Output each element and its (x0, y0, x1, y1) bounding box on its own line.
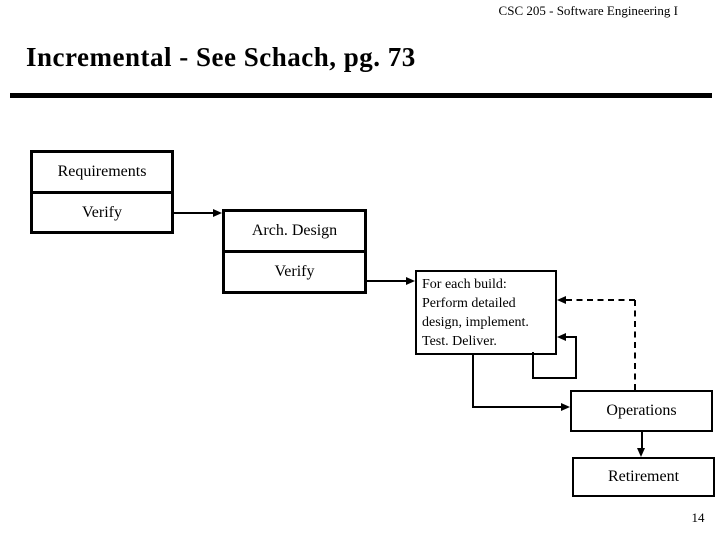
connector-operations-to-retirement (641, 432, 643, 449)
arrowhead-left-icon (557, 333, 566, 341)
arrowhead-down-icon (637, 448, 645, 457)
feedback-dashed-connector (634, 300, 636, 390)
arch-design-box: Arch. Design (225, 212, 364, 253)
verify-box-2: Verify (274, 263, 315, 280)
requirements-verify-stack: Requirements Verify (30, 150, 174, 234)
arrowhead-right-icon (561, 403, 570, 411)
verify-box-1: Verify (82, 203, 122, 221)
connector-build-to-operations (472, 406, 561, 408)
build-loop-connector (575, 336, 577, 379)
arrowhead-left-icon (557, 296, 566, 304)
build-box: For each build: Perform detailed design,… (415, 270, 557, 355)
slide-title: Incremental - See Schach, pg. 73 (26, 42, 416, 72)
title-rule (10, 93, 712, 98)
arrowhead-right-icon (406, 277, 415, 285)
arch-design-verify-stack: Arch. Design Verify (222, 209, 367, 294)
build-loop-connector (532, 377, 577, 379)
retirement-box: Retirement (572, 457, 715, 497)
build-box-line: Perform detailed (422, 296, 516, 311)
connector-verify1-to-archdesign (174, 212, 214, 214)
connector-build-to-operations (472, 353, 474, 408)
arrowhead-right-icon (213, 209, 222, 217)
connector-verify2-to-build (367, 280, 407, 282)
page-number: 14 (691, 510, 705, 525)
operations-box: Operations (570, 390, 713, 432)
build-box-line: design, implement. (422, 315, 529, 330)
slide-header-text: CSC 205 - Software Engineering I (498, 3, 678, 18)
build-loop-connector (564, 336, 576, 338)
build-box-line: For each build: (422, 277, 507, 292)
feedback-dashed-connector (566, 299, 635, 301)
requirements-box: Requirements (33, 153, 171, 194)
build-loop-connector (532, 352, 534, 379)
build-box-line: Test. Deliver. (422, 334, 497, 349)
